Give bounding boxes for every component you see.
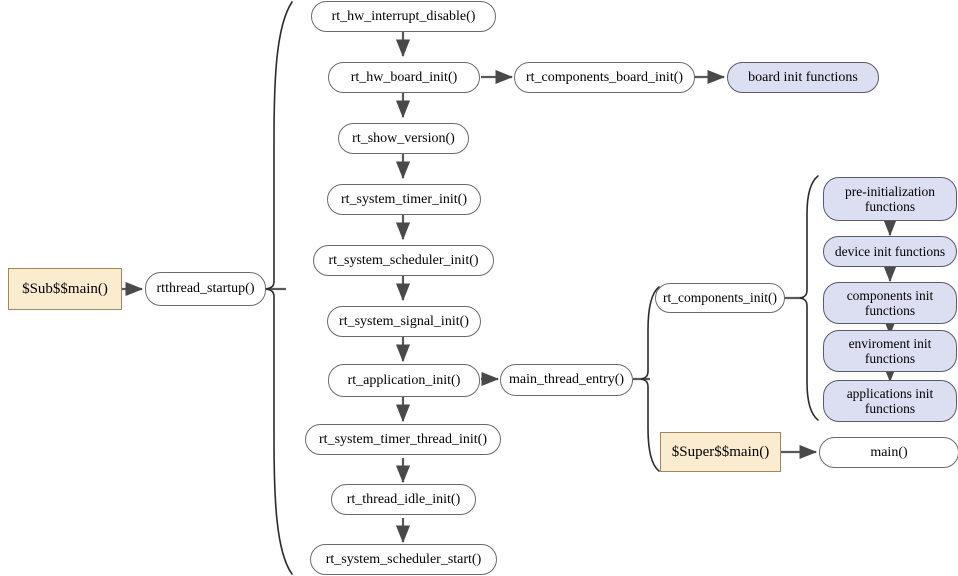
node-rt-system-timer-init-label: rt_system_timer_init() [341, 191, 467, 207]
node-rt-components-init-label: rt_components_init() [663, 290, 777, 306]
node-super-main[interactable]: $Super$$main() [660, 432, 781, 472]
node-rt-system-timer-thread-init-label: rt_system_timer_thread_init() [319, 431, 487, 447]
node-rt-components-init[interactable]: rt_components_init() [655, 283, 785, 313]
node-applications-init-functions-label: applications init functions [846, 385, 934, 416]
node-rt-hw-board-init[interactable]: rt_hw_board_init() [328, 62, 480, 93]
node-rt-application-init-label: rt_application_init() [347, 372, 461, 388]
brace-startup [265, 1, 293, 575]
node-rt-thread-idle-init-label: rt_thread_idle_init() [346, 491, 461, 507]
node-rt-show-version-label: rt_show_version() [352, 130, 455, 146]
node-rt-hw-interrupt-disable-label: rt_hw_interrupt_disable() [331, 8, 476, 24]
node-components-init-functions-label: components init functions [846, 287, 934, 318]
node-rt-system-signal-init-label: rt_system_signal_init() [339, 313, 469, 329]
node-rt-components-board-init-label: rt_components_board_init() [525, 69, 684, 85]
node-main-thread-entry-label: main_thread_entry() [508, 372, 625, 388]
node-rt-hw-interrupt-disable[interactable]: rt_hw_interrupt_disable() [311, 1, 496, 32]
node-main-thread-entry[interactable]: main_thread_entry() [500, 364, 633, 396]
node-enviroment-init-functions[interactable]: enviroment init functions [823, 330, 957, 372]
node-rtthread-startup[interactable]: rtthread_startup() [145, 272, 266, 306]
node-pre-initialization-functions[interactable]: pre-initialization functions [823, 177, 957, 221]
node-components-init-functions[interactable]: components init functions [823, 282, 957, 324]
node-rt-system-scheduler-start[interactable]: rt_system_scheduler_start() [310, 544, 497, 575]
node-rt-components-board-init[interactable]: rt_components_board_init() [514, 62, 695, 93]
brace-components-init [799, 175, 819, 421]
node-rt-thread-idle-init[interactable]: rt_thread_idle_init() [331, 484, 476, 515]
node-enviroment-init-functions-label: enviroment init functions [848, 335, 932, 366]
node-device-init-functions[interactable]: device init functions [823, 236, 957, 267]
node-rt-show-version[interactable]: rt_show_version() [338, 123, 469, 154]
node-board-init-functions[interactable]: board init functions [727, 62, 879, 93]
node-rt-application-init[interactable]: rt_application_init() [328, 364, 480, 397]
node-rt-system-signal-init[interactable]: rt_system_signal_init() [327, 306, 481, 337]
node-pre-initialization-functions-label: pre-initialization functions [845, 183, 935, 214]
node-rt-system-scheduler-start-label: rt_system_scheduler_start() [325, 551, 482, 567]
node-rt-system-timer-init[interactable]: rt_system_timer_init() [327, 184, 481, 215]
node-rt-hw-board-init-label: rt_hw_board_init() [350, 69, 458, 85]
node-applications-init-functions[interactable]: applications init functions [823, 380, 957, 422]
node-rt-system-scheduler-init-label: rt_system_scheduler_init() [328, 252, 479, 268]
node-device-init-functions-label: device init functions [834, 243, 946, 259]
node-rt-system-timer-thread-init[interactable]: rt_system_timer_thread_init() [305, 424, 501, 455]
node-rtthread-startup-label: rtthread_startup() [156, 281, 255, 297]
node-super-main-label: $Super$$main() [671, 443, 770, 460]
node-sub-main[interactable]: $Sub$$main() [8, 268, 122, 310]
node-sub-main-label: $Sub$$main() [22, 280, 108, 297]
node-board-init-functions-label: board init functions [748, 69, 858, 85]
node-main[interactable]: main() [819, 437, 958, 468]
node-rt-system-scheduler-init[interactable]: rt_system_scheduler_init() [313, 245, 494, 276]
node-main-label: main() [870, 444, 908, 460]
brace-main-thread-entry [640, 286, 660, 472]
